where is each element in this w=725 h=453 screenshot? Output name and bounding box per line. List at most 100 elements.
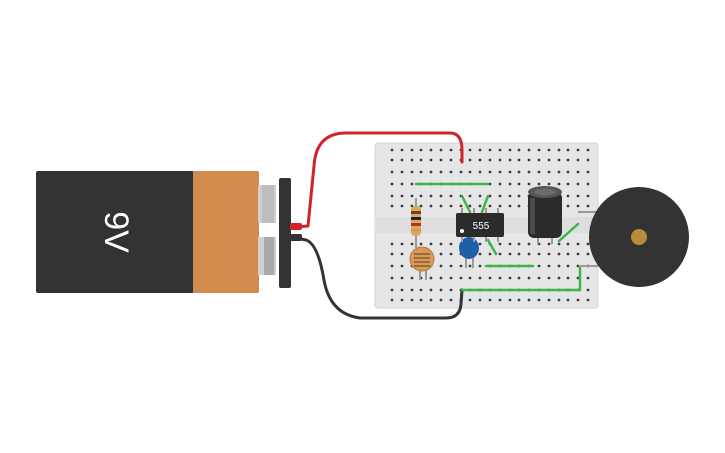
resistor[interactable] xyxy=(411,198,421,248)
battery-label: 9V xyxy=(97,211,135,253)
breadboard-hole xyxy=(537,170,541,174)
breadboard-hole xyxy=(576,170,580,174)
breadboard-hole xyxy=(429,170,433,174)
breadboard-hole xyxy=(566,242,570,246)
breadboard-hole xyxy=(527,252,531,256)
breadboard-hole xyxy=(390,170,394,174)
breadboard-hole xyxy=(439,170,443,174)
breadboard-hole xyxy=(390,148,394,152)
breadboard-hole xyxy=(508,276,512,280)
breadboard-hole xyxy=(557,252,561,256)
breadboard-hole xyxy=(508,194,512,198)
breadboard-hole xyxy=(478,194,482,198)
breadboard-hole xyxy=(508,158,512,162)
breadboard-hole xyxy=(517,298,521,302)
breadboard-hole xyxy=(576,252,580,256)
breadboard-hole xyxy=(527,158,531,162)
breadboard-hole xyxy=(547,148,551,152)
breadboard-hole xyxy=(527,276,531,280)
breadboard-hole xyxy=(419,288,423,292)
breadboard-hole xyxy=(498,148,502,152)
breadboard-hole xyxy=(439,288,443,292)
ic-555[interactable]: 555 xyxy=(456,208,504,242)
breadboard-hole xyxy=(488,276,492,280)
breadboard-hole xyxy=(517,194,521,198)
breadboard-hole xyxy=(527,170,531,174)
breadboard-hole xyxy=(517,242,521,246)
breadboard-hole xyxy=(547,158,551,162)
piezo-buzzer[interactable] xyxy=(589,187,689,287)
breadboard-hole xyxy=(586,276,590,280)
breadboard-hole xyxy=(419,194,423,198)
ceramic-capacitor[interactable] xyxy=(459,237,479,268)
breadboard-hole xyxy=(439,276,443,280)
breadboard-hole xyxy=(390,182,394,186)
breadboard-hole xyxy=(410,158,414,162)
breadboard-hole xyxy=(508,298,512,302)
breadboard-hole xyxy=(478,170,482,174)
breadboard-hole xyxy=(439,158,443,162)
breadboard-hole xyxy=(537,276,541,280)
breadboard-hole xyxy=(566,276,570,280)
breadboard-hole xyxy=(576,276,580,280)
breadboard-hole xyxy=(478,204,482,208)
breadboard-hole xyxy=(566,182,570,186)
breadboard-hole xyxy=(410,288,414,292)
breadboard-hole xyxy=(566,170,570,174)
breadboard-hole xyxy=(429,158,433,162)
breadboard-hole xyxy=(498,298,502,302)
breadboard-hole xyxy=(547,252,551,256)
black-wire[interactable] xyxy=(294,236,464,320)
breadboard-hole xyxy=(527,182,531,186)
breadboard-hole xyxy=(537,298,541,302)
breadboard-hole xyxy=(488,148,492,152)
breadboard-hole xyxy=(498,158,502,162)
breadboard-hole xyxy=(488,170,492,174)
breadboard-hole xyxy=(468,148,472,152)
breadboard-hole xyxy=(459,276,463,280)
breadboard-hole xyxy=(517,158,521,162)
breadboard-hole xyxy=(410,298,414,302)
battery-9v[interactable]: 9V xyxy=(36,171,302,293)
breadboard-hole xyxy=(449,170,453,174)
breadboard-hole xyxy=(498,276,502,280)
breadboard-hole xyxy=(537,148,541,152)
breadboard-hole xyxy=(547,242,551,246)
breadboard-hole xyxy=(517,204,521,208)
breadboard-hole xyxy=(566,264,570,268)
breadboard-hole xyxy=(576,264,580,268)
breadboard-hole xyxy=(517,148,521,152)
breadboard-hole xyxy=(410,276,414,280)
breadboard-hole xyxy=(576,182,580,186)
breadboard-hole xyxy=(419,204,423,208)
breadboard-hole xyxy=(586,298,590,302)
breadboard-hole xyxy=(586,182,590,186)
breadboard-hole xyxy=(439,298,443,302)
breadboard-hole xyxy=(586,194,590,198)
breadboard-hole xyxy=(478,252,482,256)
breadboard-hole xyxy=(459,170,463,174)
breadboard-hole xyxy=(576,148,580,152)
breadboard-hole xyxy=(449,264,453,268)
breadboard-hole xyxy=(449,288,453,292)
breadboard-hole xyxy=(419,148,423,152)
breadboard-hole xyxy=(449,298,453,302)
breadboard-hole xyxy=(468,298,472,302)
breadboard-hole xyxy=(468,170,472,174)
breadboard-hole xyxy=(488,194,492,198)
breadboard-hole xyxy=(400,158,404,162)
breadboard-hole xyxy=(576,194,580,198)
breadboard-hole xyxy=(468,276,472,280)
buzzer-leads xyxy=(578,211,598,267)
photoresistor[interactable] xyxy=(409,246,435,280)
breadboard-hole xyxy=(586,242,590,246)
green-wires[interactable] xyxy=(414,182,582,292)
breadboard-hole xyxy=(449,148,453,152)
red-wire[interactable] xyxy=(294,131,464,229)
electrolytic-capacitor[interactable] xyxy=(528,186,562,244)
breadboard-hole xyxy=(478,264,482,268)
breadboard-hole xyxy=(537,182,541,186)
breadboard-hole xyxy=(586,148,590,152)
